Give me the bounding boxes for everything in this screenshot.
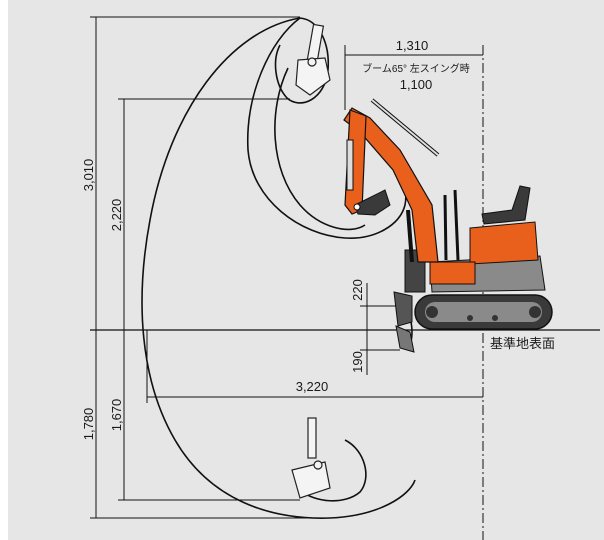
dozer-blade (393, 291, 413, 327)
label-max-digging-height: 3,010 (81, 159, 96, 192)
inner-reach-arc (246, 17, 407, 239)
bucket-lower-position (291, 417, 331, 499)
label-min-swing-radius: 1,310 (396, 38, 429, 53)
bucket-upper-position (295, 23, 331, 96)
bucket-current (354, 189, 391, 216)
dumping-arc (274, 67, 366, 231)
label-min-swing-radius-boom-swing: 1,100 (400, 77, 433, 92)
excavator-machine (343, 98, 553, 353)
label-max-digging-depth: 1,780 (81, 408, 96, 441)
label-max-vertical-wall-depth: 1,670 (109, 399, 124, 432)
label-max-dumping-height: 2,220 (109, 199, 124, 232)
lower-bucket-arc (299, 439, 367, 502)
operator-seat (481, 185, 531, 225)
label-max-digging-reach: 3,220 (296, 379, 329, 394)
label-blade-lift-height: 220 (350, 279, 365, 301)
label-boom-swing-note: ブーム65° 左スイング時 (362, 62, 470, 75)
label-ground-reference: 基準地表面 (490, 336, 555, 351)
label-blade-lower-depth: 190 (350, 351, 365, 373)
digging-range-envelope (141, 17, 416, 519)
boom (343, 107, 439, 263)
